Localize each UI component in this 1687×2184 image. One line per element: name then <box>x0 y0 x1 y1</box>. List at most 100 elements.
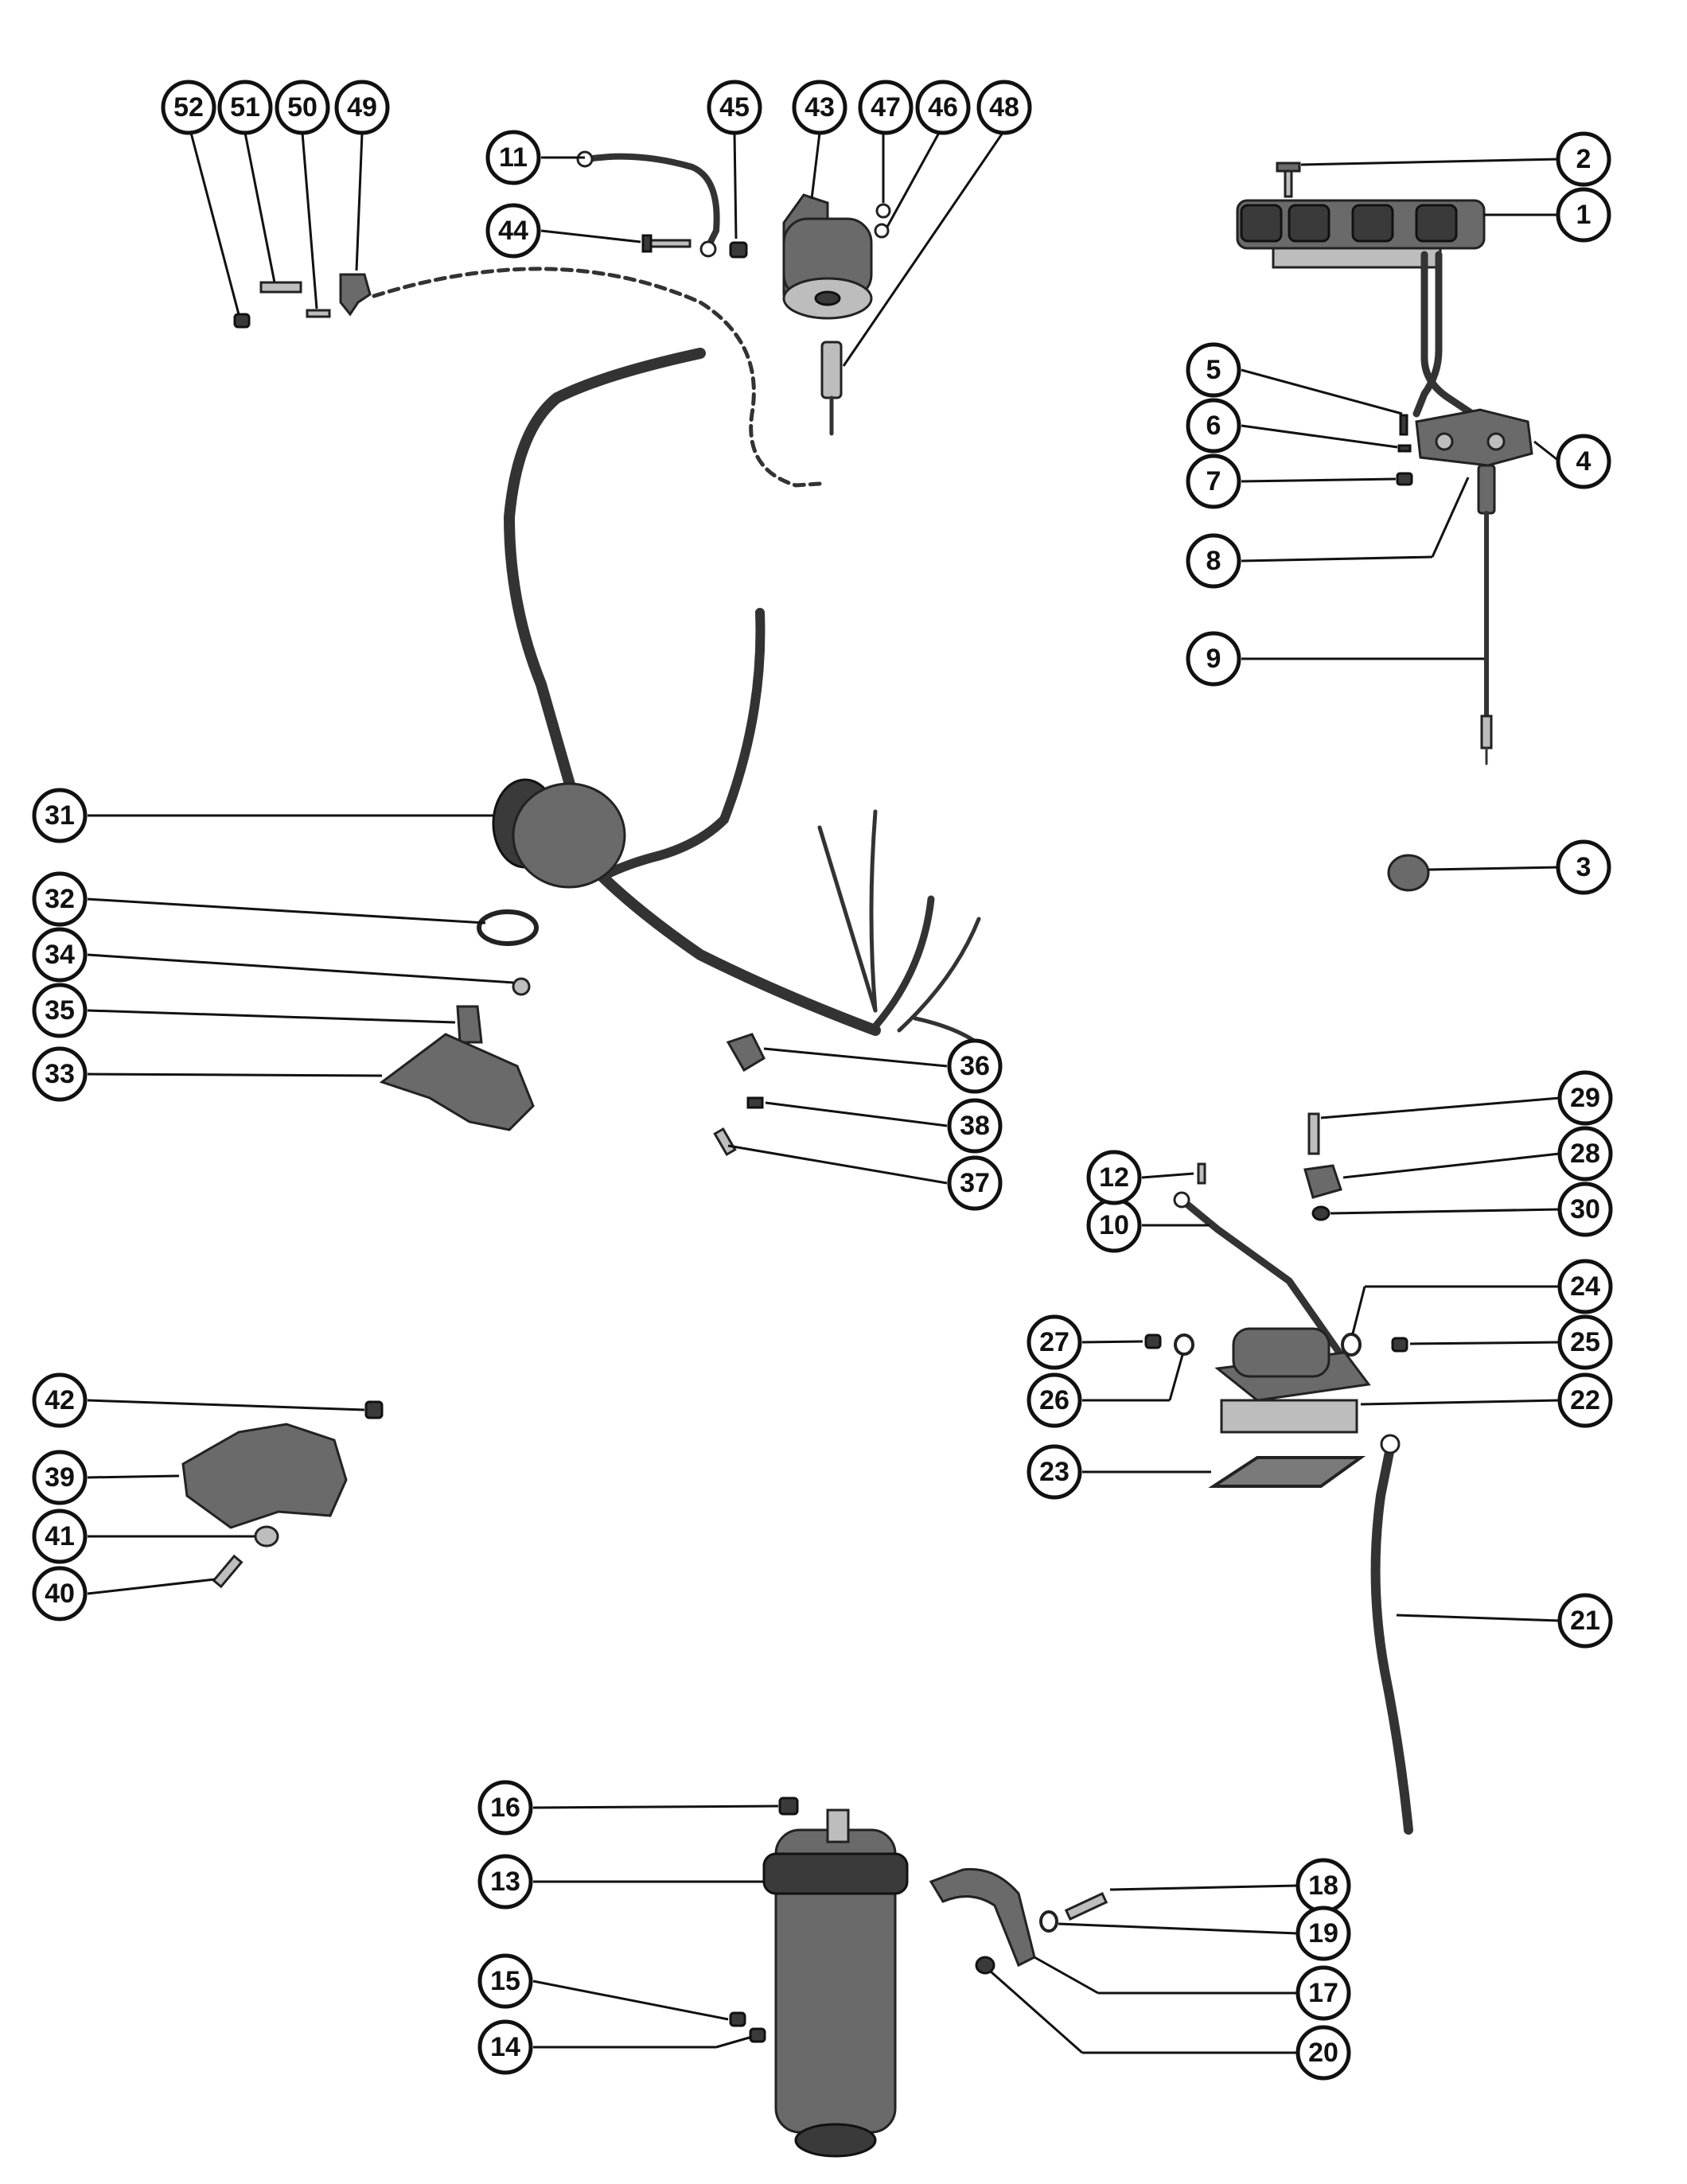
part-washer-30 <box>1311 1205 1331 1221</box>
callout-20: 20 <box>1295 2025 1351 2081</box>
part-bracket-39 <box>181 1423 348 1529</box>
svg-text:29: 29 <box>1570 1083 1600 1113</box>
part-screw-29 <box>1307 1112 1320 1155</box>
callout-4: 4 <box>1556 434 1611 489</box>
callout-19: 19 <box>1295 1906 1351 1961</box>
callout-46: 46 <box>915 80 971 135</box>
svg-text:28: 28 <box>1570 1139 1600 1169</box>
part-screw-44 <box>645 239 692 248</box>
callout-33: 33 <box>32 1046 88 1102</box>
part-screw-18 <box>1064 1892 1108 1921</box>
svg-text:35: 35 <box>45 995 75 1026</box>
svg-text:34: 34 <box>45 940 75 970</box>
part-nut-45 <box>729 241 748 259</box>
part-screw-37 <box>713 1127 737 1157</box>
part-nut-14 <box>749 2027 766 2043</box>
callout-37: 37 <box>947 1155 1003 1211</box>
svg-text:14: 14 <box>490 2032 520 2062</box>
part-bracket-51 <box>259 281 302 294</box>
svg-text:37: 37 <box>960 1168 990 1198</box>
svg-text:7: 7 <box>1206 466 1221 496</box>
svg-text:33: 33 <box>45 1059 75 1089</box>
callout-45: 45 <box>707 80 762 135</box>
callout-7: 7 <box>1186 454 1241 509</box>
part-screw-40 <box>212 1554 244 1589</box>
callout-23: 23 <box>1027 1444 1082 1500</box>
callout-8: 8 <box>1186 533 1241 589</box>
callout-18: 18 <box>1295 1858 1351 1913</box>
callout-32: 32 <box>32 871 88 927</box>
callout-39: 39 <box>32 1450 88 1505</box>
svg-text:24: 24 <box>1570 1271 1600 1302</box>
part-screw-34 <box>512 977 531 996</box>
svg-text:26: 26 <box>1039 1385 1069 1415</box>
part-dashed-wire <box>372 267 822 488</box>
part-solenoid-22 <box>1214 1327 1371 1434</box>
svg-text:47: 47 <box>871 92 901 123</box>
callout-6: 6 <box>1186 398 1241 454</box>
callout-12: 12 <box>1086 1150 1142 1205</box>
leader-lines <box>87 132 1560 2054</box>
svg-text:9: 9 <box>1206 644 1221 674</box>
callout-balloons: 1 2 3 4 5 6 7 8 9 10 11 12 13 14 15 16 1… <box>32 80 1613 2081</box>
part-screw-12 <box>1197 1162 1206 1185</box>
callout-51: 51 <box>217 80 273 135</box>
svg-text:46: 46 <box>928 92 958 123</box>
callout-10: 10 <box>1086 1197 1142 1253</box>
part-nut-16 <box>778 1797 799 1816</box>
svg-text:5: 5 <box>1206 355 1221 385</box>
callout-48: 48 <box>976 80 1032 135</box>
part-clamp-49 <box>339 273 372 317</box>
part-nut-15 <box>729 2011 746 2027</box>
callout-38: 38 <box>947 1098 1003 1154</box>
callout-41: 41 <box>32 1509 88 1564</box>
part-washer-41 <box>254 1525 279 1547</box>
svg-text:17: 17 <box>1308 1978 1338 2008</box>
svg-text:38: 38 <box>960 1111 990 1141</box>
part-rectifier <box>1415 408 1533 467</box>
svg-text:15: 15 <box>490 1966 520 1996</box>
svg-text:6: 6 <box>1206 411 1221 441</box>
part-o-ring-32 <box>477 909 539 946</box>
svg-text:3: 3 <box>1576 852 1592 882</box>
part-bracket-28 <box>1303 1164 1342 1199</box>
callout-13: 13 <box>477 1854 533 1910</box>
svg-text:8: 8 <box>1206 546 1221 576</box>
svg-text:12: 12 <box>1099 1162 1129 1193</box>
svg-text:52: 52 <box>173 92 204 123</box>
svg-text:45: 45 <box>719 92 750 123</box>
part-starter-13 <box>762 1808 909 2158</box>
part-nut-52 <box>233 313 251 329</box>
part-coil-43 <box>782 193 891 320</box>
svg-text:11: 11 <box>499 142 528 173</box>
svg-text:36: 36 <box>960 1051 990 1081</box>
svg-text:19: 19 <box>1308 1918 1338 1948</box>
callout-17: 17 <box>1295 1965 1351 2021</box>
callout-5: 5 <box>1186 342 1241 398</box>
svg-text:1: 1 <box>1576 200 1592 230</box>
callout-21: 21 <box>1557 1593 1613 1649</box>
callout-49: 49 <box>334 80 390 135</box>
part-clamp-36 <box>726 1033 766 1073</box>
callout-2: 2 <box>1556 131 1611 187</box>
part-screw-5 <box>1399 414 1408 436</box>
callout-1: 1 <box>1556 187 1611 243</box>
part-screw-2 <box>1276 162 1301 198</box>
svg-text:41: 41 <box>45 1521 75 1551</box>
svg-text:4: 4 <box>1576 446 1592 477</box>
svg-text:50: 50 <box>287 92 318 123</box>
svg-text:30: 30 <box>1570 1194 1600 1224</box>
svg-text:2: 2 <box>1576 144 1592 174</box>
callout-26: 26 <box>1027 1372 1082 1428</box>
callout-35: 35 <box>32 983 88 1038</box>
svg-text:20: 20 <box>1308 2038 1338 2068</box>
part-washer-24 <box>1341 1333 1362 1357</box>
callout-16: 16 <box>477 1780 533 1836</box>
part-cap-3 <box>1387 854 1430 892</box>
part-washer-19 <box>1039 1910 1058 1933</box>
part-nut-42 <box>364 1400 384 1419</box>
svg-text:10: 10 <box>1099 1210 1129 1240</box>
svg-text:13: 13 <box>490 1867 520 1897</box>
callout-29: 29 <box>1557 1070 1613 1126</box>
